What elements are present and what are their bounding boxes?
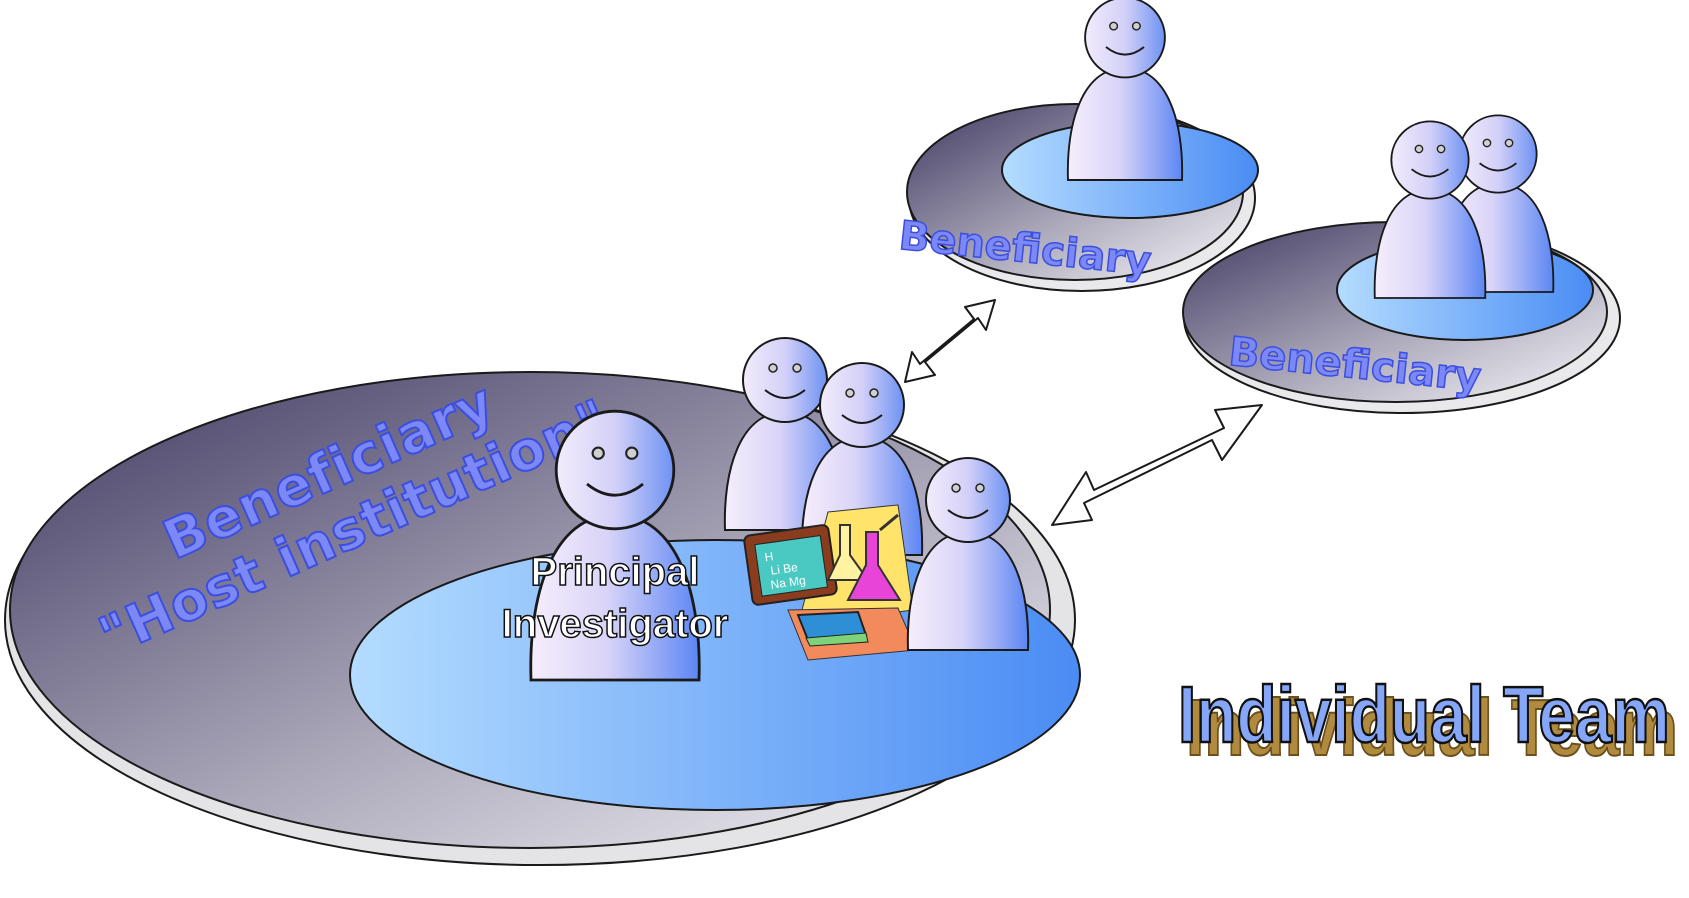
beneficiary-top-group: Beneficiary <box>896 0 1259 292</box>
svg-text:Li Be: Li Be <box>770 560 799 578</box>
double-arrow-to-top-beneficiary <box>904 299 996 383</box>
beneficiary-right-group: Beneficiary <box>1182 114 1621 414</box>
diagram-title-shadow: Individual Team <box>1186 683 1678 772</box>
principal-investigator-label-line1: Principal <box>531 550 700 594</box>
diagram-title-text: Individual Team <box>1178 670 1670 759</box>
host-institution-group: Beneficiary "Host institution" H Li Be N… <box>4 337 1081 866</box>
principal-investigator-label-line2: Investigator <box>502 602 729 646</box>
double-arrow-to-right-beneficiary <box>1051 404 1263 526</box>
diagram-title: Individual Team Individual Team <box>1177 669 1679 773</box>
svg-text:H: H <box>764 549 775 564</box>
research-lab-icon: H Li Be Na Mg <box>743 504 917 661</box>
svg-text:Na Mg: Na Mg <box>770 573 807 592</box>
beneficiary-top-person <box>1066 0 1184 181</box>
